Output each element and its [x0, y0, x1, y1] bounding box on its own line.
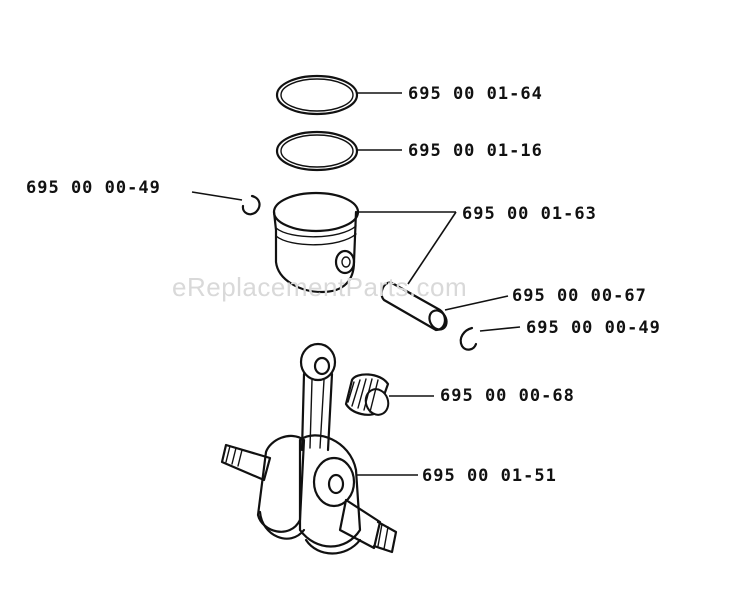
part-label-crankshaft[interactable]: 695 00 01-51 — [422, 466, 557, 486]
piston-ring-second — [275, 130, 402, 172]
part-label-ring-second[interactable]: 695 00 01-16 — [408, 141, 543, 161]
part-label-circlip-right[interactable]: 695 00 00-49 — [526, 318, 661, 338]
piston — [272, 191, 456, 294]
part-label-circlip-left[interactable]: 695 00 00-49 — [26, 178, 161, 198]
circlip-right — [459, 326, 521, 351]
part-label-needle-bearing[interactable]: 695 00 00-68 — [440, 386, 575, 406]
needle-bearing — [344, 373, 434, 416]
piston-pin — [380, 211, 509, 332]
crankshaft — [220, 342, 418, 555]
part-label-piston[interactable]: 695 00 01-63 — [462, 204, 597, 224]
piston-ring-top — [275, 74, 402, 116]
part-label-ring-top[interactable]: 695 00 01-64 — [408, 84, 543, 104]
part-label-piston-pin[interactable]: 695 00 00-67 — [512, 286, 647, 306]
circlip-left — [191, 191, 261, 216]
